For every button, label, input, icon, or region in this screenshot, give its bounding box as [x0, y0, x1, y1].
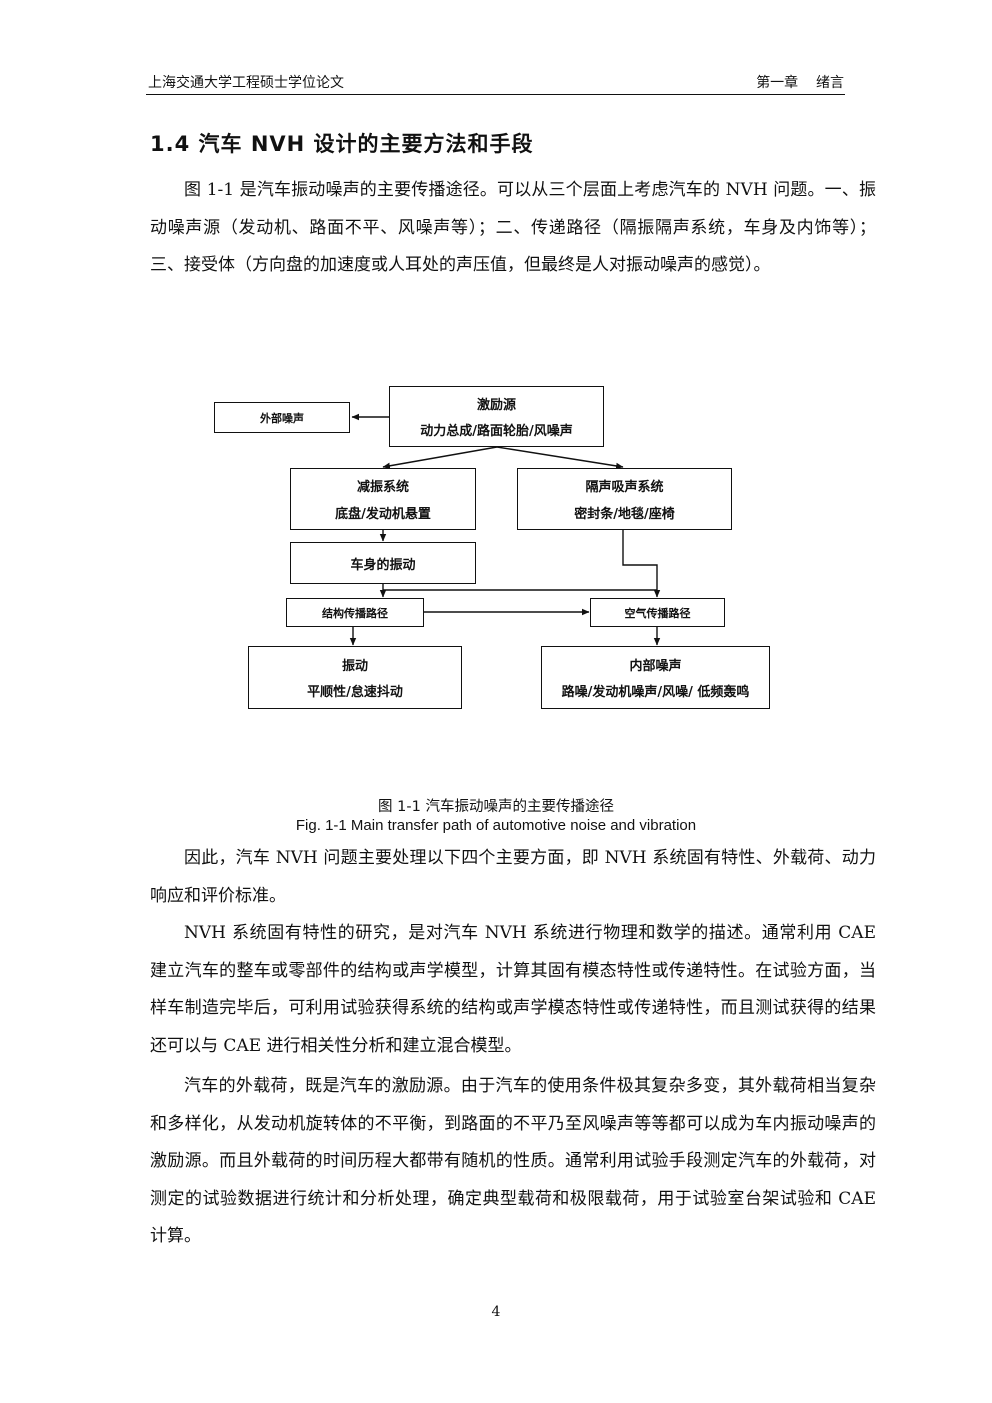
- box-body-vibration: 车身的振动: [290, 542, 476, 584]
- box-excitation-source: 激励源 动力总成/路面轮胎/风噪声: [389, 386, 604, 447]
- section-title: 1.4 汽车 NVH 设计的主要方法和手段: [150, 132, 534, 156]
- box-interior-noise: 内部噪声 路噪/发动机噪声/风噪/ 低频轰鸣: [541, 646, 770, 709]
- paragraph-intro: 图 1-1 是汽车振动噪声的主要传播途径。可以从三个层面上考虑汽车的 NVH 问…: [150, 180, 876, 275]
- interior-detail: 路噪/发动机噪声/风噪/ 低频轰鸣: [561, 685, 750, 701]
- insulation-title: 隔声吸声系统: [585, 480, 664, 496]
- box-structure-path: 结构传播路径: [286, 598, 424, 627]
- source-title: 激励源: [476, 398, 516, 413]
- box-vibration: 振动 平顺性/怠速抖动: [248, 646, 462, 709]
- damping-title: 减振系统: [356, 480, 409, 496]
- paragraph-external-loads: 汽车的外载荷，既是汽车的激励源。由于汽车的使用条件极其复杂多变，其外载荷相当复杂…: [150, 1076, 876, 1246]
- header-divider: [146, 94, 845, 95]
- box-damping-system: 减振系统 底盘/发动机悬置: [290, 468, 476, 530]
- structure-path-label: 结构传播路径: [322, 606, 388, 620]
- running-header-left: 上海交通大学工程硕士学位论文: [148, 75, 344, 91]
- paragraph-four-aspects: 因此，汽车 NVH 问题主要处理以下四个主要方面，即 NVH 系统固有特性、外载…: [150, 848, 876, 906]
- box-insulation-system: 隔声吸声系统 密封条/地毯/座椅: [517, 468, 732, 530]
- body-vibration-label: 车身的振动: [350, 557, 416, 573]
- box-air-path: 空气传播路径: [590, 598, 725, 627]
- interior-title: 内部噪声: [629, 658, 682, 674]
- arrow-source-to-damping: [382, 446, 498, 469]
- source-detail: 动力总成/路面轮胎/风噪声: [420, 424, 573, 439]
- vibration-detail: 平顺性/怠速抖动: [307, 685, 403, 701]
- external-noise-label: 外部噪声: [260, 411, 304, 425]
- connector-insulation-down: [622, 530, 661, 598]
- vibration-title: 振动: [341, 658, 368, 674]
- figure-caption-en: Fig. 1-1 Main transfer path of automotiv…: [295, 817, 697, 834]
- paragraph-inherent-characteristics: NVH 系统固有特性的研究，是对汽车 NVH 系统进行物理和数学的描述。通常利用…: [150, 923, 876, 1056]
- damping-detail: 底盘/发动机悬置: [335, 506, 431, 522]
- box-external-noise: 外部噪声: [214, 402, 350, 433]
- figure-caption-cn: 图 1-1 汽车振动噪声的主要传播途径: [378, 799, 614, 815]
- air-path-label: 空气传播路径: [624, 606, 691, 620]
- insulation-detail: 密封条/地毯/座椅: [574, 506, 675, 522]
- page-number: 4: [491, 1304, 501, 1320]
- arrow-source-to-insulation: [496, 446, 624, 470]
- running-header-right: 第一章 绪言: [756, 75, 844, 91]
